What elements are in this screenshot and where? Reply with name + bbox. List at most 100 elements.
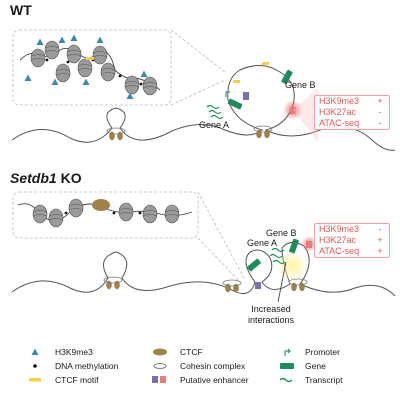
increased-interactions-note: Increased interactions	[236, 304, 306, 326]
dna-methylation-dot	[139, 82, 143, 86]
ko-title-suffix: KO	[56, 170, 82, 186]
legend-transcript-icon	[279, 377, 293, 383]
wt-panel-title: WT	[10, 2, 32, 18]
wt-zoom-guide	[170, 79, 226, 106]
dna-methylation-dot	[118, 74, 122, 78]
legend-gene: Gene	[305, 361, 326, 371]
ctcf-motif	[86, 57, 94, 60]
nucleosome	[164, 204, 180, 224]
wt-marks-box: H3K9me3+ H3K27ac- ATAC-seq-	[314, 95, 390, 130]
wt-gene-b-label: Gene B	[285, 80, 316, 90]
nucleosome	[32, 204, 48, 224]
nucleosome	[30, 48, 46, 68]
ko-gene-b-label: Gene B	[266, 228, 297, 238]
nucleosome	[68, 198, 84, 218]
legend-symbols	[29, 348, 294, 383]
nucleosome	[100, 62, 116, 82]
transcript-wave	[206, 104, 220, 110]
wt-mark-row: ATAC-seq-	[319, 118, 382, 128]
dna-methylation-dot	[66, 60, 70, 64]
ko-title-gene: Setdb1	[10, 170, 57, 186]
legend-cohesin-icon	[153, 363, 167, 369]
legend-enhancer: Putative enhancer	[180, 375, 249, 385]
nucleosome	[142, 76, 158, 96]
transcript-wave	[208, 109, 222, 115]
transcript-wave	[272, 259, 286, 265]
ko-zoom-inset	[12, 191, 199, 239]
enhancer-active	[290, 107, 296, 114]
note-line: interactions	[247, 315, 295, 325]
legend-dna-methylation: DNA methylation	[55, 361, 119, 371]
h3k9me3-mark	[51, 78, 59, 85]
cohesin-ring	[253, 125, 273, 133]
nucleosome	[66, 44, 82, 64]
legend-gene-icon	[280, 363, 294, 369]
transcript-wave	[269, 253, 283, 259]
h3k9me3-mark	[96, 36, 104, 43]
note-line: Increased	[251, 304, 291, 314]
wt-chromatin-fiber	[11, 65, 396, 151]
legend-enhancer-pink-icon	[160, 376, 166, 383]
nucleosome	[118, 202, 134, 222]
ko-zoom-guide	[197, 191, 246, 281]
h3k9me3-mark	[82, 78, 90, 85]
legend-ctcf: CTCF	[180, 347, 203, 357]
legend-promoter: Promoter	[305, 347, 340, 357]
legend-enhancer-purple-icon	[152, 376, 158, 383]
nucleosome	[44, 40, 60, 60]
legend-ctcf-icon	[153, 348, 167, 356]
ko-mark-row: H3K27ac+	[319, 235, 383, 245]
wt-mark-row: H3K9me3+	[319, 96, 383, 106]
marks-callout	[293, 88, 318, 142]
ko-zoom-guide	[197, 237, 241, 283]
legend-dna-methylation-icon	[33, 364, 37, 368]
ctcf-motif	[262, 62, 269, 65]
wt-heterochromatin-fiber	[19, 34, 161, 99]
dna-methylation-dot	[64, 211, 68, 215]
cohesin-ring	[103, 276, 123, 284]
wt-gene-a-label: Gene A	[199, 120, 230, 130]
cohesin-ring	[222, 279, 242, 287]
wt-zoom-guide	[170, 29, 226, 73]
h3k9me3-mark	[36, 38, 44, 45]
enhancer-inactive	[243, 92, 249, 100]
cohesin-ring	[106, 127, 126, 135]
legend-transcript: Transcript	[305, 375, 343, 385]
enhancer-active	[306, 241, 312, 248]
ko-gene-a	[246, 258, 262, 272]
note-pointer	[277, 261, 287, 303]
dna-methylation-dot	[138, 211, 142, 215]
legend-promoter-icon	[284, 348, 291, 356]
interaction-glow	[276, 250, 308, 282]
dna-methylation-dot	[112, 211, 116, 215]
ko-mark-row: ATAC-seq+	[319, 246, 383, 256]
ko-chromatin-fiber	[11, 242, 396, 297]
wt-zoom-inset	[12, 29, 172, 106]
wt-gene-a	[227, 98, 243, 110]
ko-open-chromatin-fiber	[17, 198, 193, 228]
h3k9me3-mark	[140, 70, 148, 77]
ko-gene-a-label: Gene A	[247, 238, 278, 248]
h3k9me3-mark	[70, 34, 78, 41]
nucleosome	[92, 45, 108, 65]
enhancer-inactive	[255, 282, 261, 289]
nucleosome	[142, 204, 158, 224]
ko-mark-row: H3K9me3-	[319, 224, 382, 234]
legend-h3k9me3-icon	[31, 348, 39, 355]
promoter-arrow	[225, 91, 230, 97]
nucleosome	[124, 75, 140, 95]
legend-ctcf-motif: CTCF motif	[55, 375, 99, 385]
h3k9me3-mark	[24, 74, 32, 81]
transcript-wave	[271, 247, 285, 253]
legend-cohesin: Cohesin complex	[180, 361, 246, 371]
transcript-wave	[210, 114, 224, 120]
legend-ctcf-motif-icon	[29, 378, 41, 382]
wt-mark-row: H3K27ac-	[319, 107, 382, 117]
ko-marks-box: H3K9me3- H3K27ac+ ATAC-seq+	[314, 223, 390, 258]
legend-h3k9me3: H3K9me3	[55, 347, 93, 357]
nucleosome	[48, 208, 64, 228]
nucleosome	[55, 63, 71, 83]
h3k9me3-mark	[58, 36, 66, 43]
ctcf-motif	[233, 80, 240, 83]
